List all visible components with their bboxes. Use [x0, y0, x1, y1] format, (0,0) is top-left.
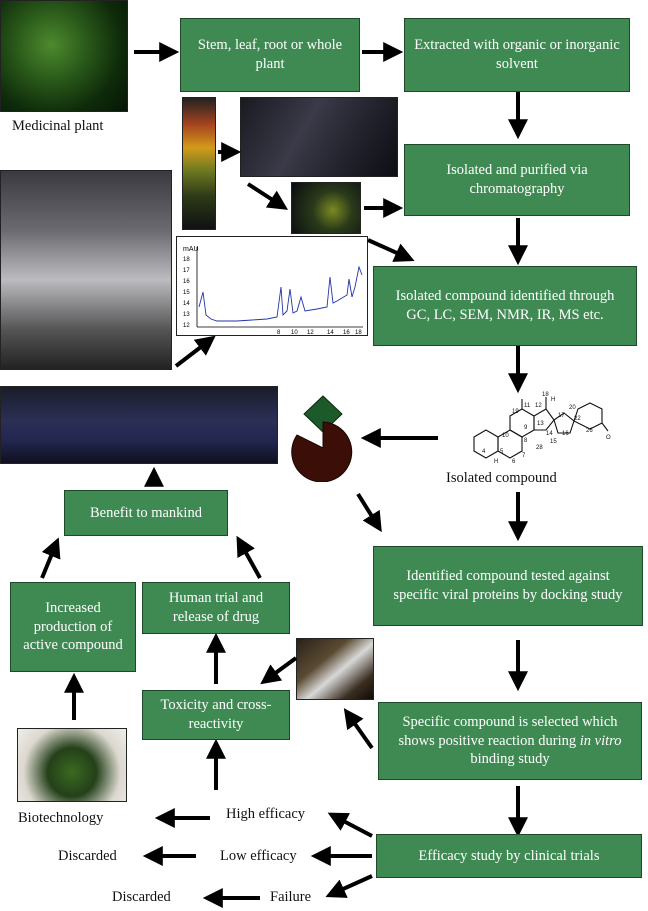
box-isolated-purified: Isolated and purified via chromatography: [404, 144, 630, 216]
xtick-label: 14: [327, 330, 334, 335]
atom-label: 18: [542, 392, 549, 398]
ytick-label: 18: [183, 257, 190, 263]
docking-icon: [291, 395, 353, 482]
label-discarded-failure: Discarded: [112, 889, 171, 905]
box-compound-selected-text: Specific compound is selected which show…: [398, 714, 622, 768]
box-benefit-mankind: Benefit to mankind: [64, 490, 228, 536]
ytick-label: 13: [183, 312, 190, 318]
box-human-trial: Human trial and release of drug: [142, 582, 290, 634]
atom-label: 20: [569, 405, 576, 411]
medicinal-plant-photo: [0, 0, 128, 112]
chromatogram-trace: [198, 265, 363, 322]
chromatogram-xticks: 8 10 12 14 16 18: [277, 330, 362, 336]
box-compound-identified-text: Isolated compound identified through GC,…: [395, 288, 615, 323]
atom-label: 5: [500, 449, 504, 455]
atom-label: 9: [524, 425, 528, 431]
atom-label: 11: [524, 403, 531, 409]
box-toxicity-text: Toxicity and cross-reactivity: [160, 697, 272, 732]
box-human-trial-text: Human trial and release of drug: [168, 590, 264, 625]
atom-label: O: [606, 435, 611, 441]
chromatogram-panel: mAU 18 17 16 15 14 13 12 8 10 12 14 16 1…: [176, 236, 368, 336]
atom-label: 16: [562, 431, 569, 437]
label-low-efficacy: Low efficacy: [220, 848, 297, 864]
xtick-label: 16: [343, 330, 350, 335]
label-failure: Failure: [270, 889, 312, 905]
atom-label: 6: [512, 459, 516, 465]
atom-label: H: [551, 397, 555, 403]
lab-mice-photo: [296, 638, 374, 700]
box-toxicity: Toxicity and cross-reactivity: [142, 690, 290, 740]
atom-label: 26: [586, 428, 593, 434]
atom-label: 14: [546, 431, 553, 437]
chromatogram-ylabel: mAU: [183, 246, 199, 253]
ytick-label: 16: [183, 279, 190, 285]
atom-label: 4: [482, 449, 486, 455]
box-benefit-mankind-text: Benefit to mankind: [90, 504, 202, 521]
atom-label: 28: [536, 445, 543, 451]
xtick-label: 8: [277, 330, 281, 335]
label-discarded-low: Discarded: [58, 848, 117, 864]
xtick-label: 18: [355, 330, 362, 335]
label-high-efficacy: High efficacy: [226, 806, 306, 822]
box-extracted-solvent: Extracted with organic or inorganic solv…: [404, 18, 630, 92]
chromatography-column-photo: [182, 97, 216, 230]
flask-photo: [291, 182, 361, 234]
atom-label: 15: [550, 439, 557, 445]
xtick-label: 12: [307, 330, 314, 335]
atom-label: 8: [524, 438, 528, 444]
box-compound-identified: Isolated compound identified through GC,…: [373, 266, 637, 346]
box-extracted-solvent-text: Extracted with organic or inorganic solv…: [414, 37, 620, 72]
label-biotechnology: Biotechnology: [18, 810, 104, 826]
label-medicinal-plant: Medicinal plant: [12, 118, 104, 134]
atom-label: 7: [522, 453, 526, 459]
box-docking-tested: Identified compound tested against speci…: [373, 546, 643, 626]
compound-structure: 19 11 12 18 H 17 20 22 26 10 9 13 14 16 …: [473, 392, 611, 465]
chromatogram-yticks: 18 17 16 15 14 13 12: [183, 257, 190, 329]
box-stem-leaf-root: Stem, leaf, root or whole plant: [180, 18, 360, 92]
box-increased-production: Increased production of active compound: [10, 582, 136, 672]
label-isolated-compound: Isolated compound: [446, 470, 557, 486]
atom-label: H: [494, 459, 498, 465]
audience-photo: [0, 386, 278, 464]
ytick-label: 17: [183, 268, 190, 274]
atom-label: 10: [502, 433, 509, 439]
ytick-label: 14: [183, 301, 190, 307]
atom-label: 22: [574, 416, 581, 422]
box-stem-leaf-root-text: Stem, leaf, root or whole plant: [197, 37, 343, 72]
atom-label: 19: [512, 409, 519, 415]
atom-label: 17: [558, 413, 565, 419]
atom-label: 13: [537, 421, 544, 427]
ytick-label: 15: [183, 290, 190, 296]
box-increased-production-text: Increased production of active compound: [23, 600, 123, 654]
box-efficacy-study-text: Efficacy study by clinical trials: [418, 847, 600, 864]
electron-microscope-photo: [0, 170, 172, 370]
box-docking-tested-text: Identified compound tested against speci…: [393, 568, 623, 603]
box-efficacy-study: Efficacy study by clinical trials: [376, 834, 642, 878]
soxhlet-apparatus-photo: [240, 97, 398, 177]
tissue-culture-photo: [17, 728, 127, 802]
atom-label: 12: [535, 403, 542, 409]
box-isolated-purified-text: Isolated and purified via chromatography: [446, 162, 588, 197]
chromatogram-plot: mAU 18 17 16 15 14 13 12 8 10 12 14 16 1…: [183, 246, 363, 336]
ytick-label: 12: [183, 323, 190, 329]
xtick-label: 10: [291, 330, 298, 335]
box-compound-selected: Specific compound is selected which show…: [378, 702, 642, 780]
